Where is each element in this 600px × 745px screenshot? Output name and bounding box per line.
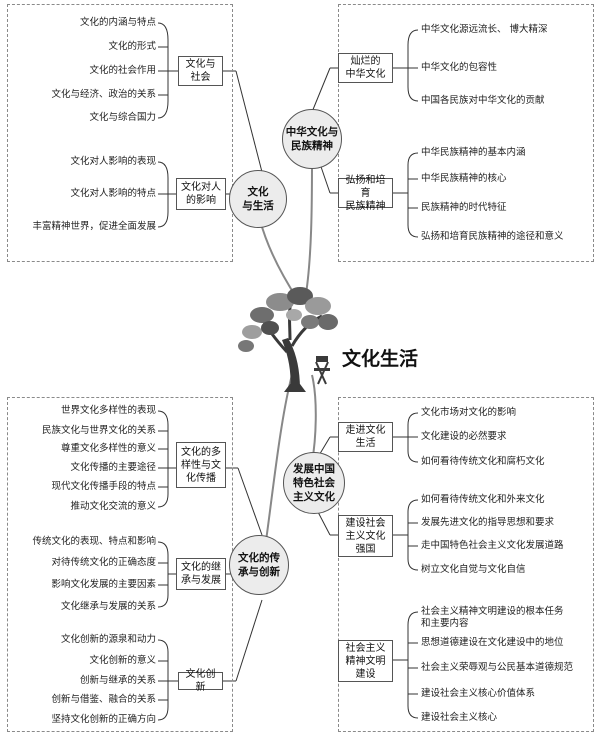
category-box-cultural-diversity: 文化的多 样性与文 化传播	[176, 442, 226, 488]
category-box-cultural-inheritance: 文化的继 承与发展	[176, 558, 226, 590]
list-item: 民族精神的时代特征	[421, 202, 507, 214]
list-item: 民族文化与世界文化的关系	[42, 425, 156, 437]
list-item: 思想道德建设在文化建设中的地位	[421, 637, 564, 649]
list-item: 创新与继承的关系	[80, 675, 156, 687]
list-item: 走中国特色社会主义文化发展道路	[421, 540, 564, 552]
central-title: 文化生活	[342, 344, 418, 371]
category-box-cultural-innovation: 文化创新	[178, 672, 223, 690]
category-box-cultural-power: 建设社会 主义文化 强国	[338, 515, 393, 557]
category-box-culture-society: 文化与 社会	[178, 56, 223, 86]
list-item: 对待传统文化的正确态度	[51, 557, 156, 569]
list-item: 中华民族精神的基本内涵	[421, 147, 526, 159]
list-item: 现代文化传播手段的特点	[51, 481, 156, 493]
list-item: 文化与经济、政治的关系	[51, 89, 156, 101]
list-item: 如何看待传统文化和外来文化	[421, 494, 545, 506]
list-item: 发展先进文化的指导思想和要求	[421, 517, 554, 529]
list-item: 创新与借鉴、融合的关系	[51, 694, 156, 706]
list-item: 文化市场对文化的影响	[421, 407, 516, 419]
list-item: 建设社会主义核心价值体系	[421, 688, 535, 700]
list-item: 如何看待传统文化和腐朽文化	[421, 456, 545, 468]
hub-inheritance: 文化的传 承与创新	[229, 535, 289, 595]
list-item: 影响文化发展的主要因素	[51, 579, 156, 591]
list-item: 社会主义荣辱观与公民基本道德规范	[421, 662, 573, 674]
category-box-brilliant-culture: 灿烂的 中华文化	[338, 53, 393, 83]
hub-chinese-culture: 中华文化与 民族精神	[282, 109, 342, 169]
list-item: 树立文化自觉与文化自信	[421, 564, 526, 576]
list-item: 和主要内容	[421, 618, 469, 630]
list-item: 坚持文化创新的正确方向	[51, 714, 156, 726]
list-item: 文化创新的意义	[89, 655, 156, 667]
list-item: 文化与综合国力	[89, 112, 156, 124]
list-item: 中华文化源远流长、 博大精深	[421, 24, 548, 36]
list-item: 中华文化的包容性	[421, 62, 497, 74]
hub-socialist-culture: 发展中国 特色社会 主义文化	[283, 452, 345, 514]
list-item: 弘扬和培育民族精神的途径和意义	[421, 231, 564, 243]
list-item: 文化的社会作用	[89, 65, 156, 77]
list-item: 传统文化的表现、特点和影响	[32, 536, 156, 548]
hub-culture-life: 文化 与生活	[229, 170, 287, 228]
list-item: 文化建设的必然要求	[421, 431, 507, 443]
list-item: 丰富精神世界，促进全面发展	[32, 221, 156, 233]
list-item: 社会主义精神文明建设的根本任务	[421, 606, 564, 618]
list-item: 中华民族精神的核心	[421, 173, 507, 185]
list-item: 中国各民族对中华文化的贡献	[421, 95, 545, 107]
list-item: 建设社会主义核心	[421, 712, 497, 724]
category-box-cultural-life: 走进文化 生活	[338, 422, 393, 452]
category-box-culture-influence: 文化对人 的影响	[176, 178, 226, 210]
list-item: 文化的形式	[108, 41, 156, 53]
list-item: 文化传播的主要途径	[70, 462, 156, 474]
list-item: 文化创新的源泉和动力	[61, 634, 156, 646]
list-item: 文化对人影响的特点	[70, 188, 156, 200]
list-item: 文化继承与发展的关系	[61, 601, 156, 613]
category-box-spiritual-civilization: 社会主义 精神文明 建设	[338, 640, 393, 682]
tree-illustration	[238, 287, 338, 392]
list-item: 推动文化交流的意义	[70, 501, 156, 513]
panel-top-right	[338, 4, 594, 262]
list-item: 文化对人影响的表现	[70, 156, 156, 168]
list-item: 尊重文化多样性的意义	[61, 443, 156, 455]
category-box-national-spirit: 弘扬和培育 民族精神	[338, 178, 393, 208]
list-item: 世界文化多样性的表现	[61, 405, 156, 417]
list-item: 文化的内涵与特点	[80, 17, 156, 29]
